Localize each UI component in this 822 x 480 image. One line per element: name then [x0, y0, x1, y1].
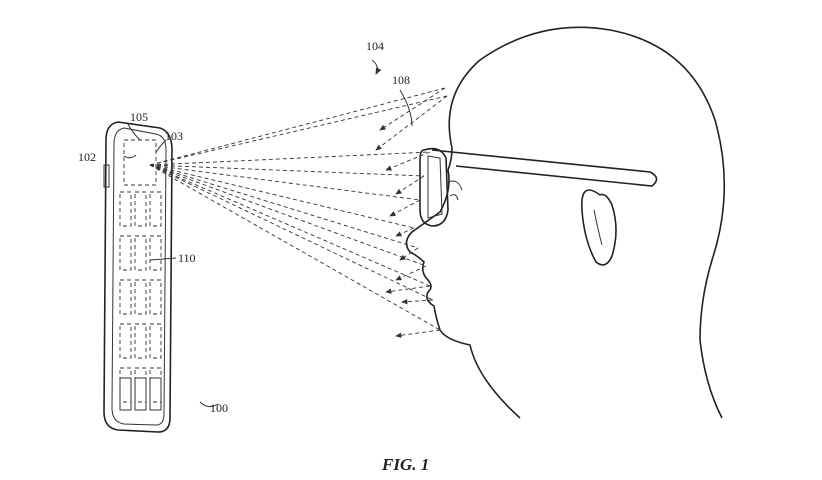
app-icon — [119, 367, 132, 403]
label-108: 108 — [392, 73, 410, 87]
app-grid — [119, 191, 162, 411]
label-105: 105 — [130, 110, 148, 124]
reflected-ray — [395, 265, 427, 281]
emitted-ray — [149, 95, 448, 166]
dock-icon — [119, 377, 132, 411]
app-icon — [119, 235, 132, 271]
dock-icon — [134, 377, 147, 411]
phone-device — [103, 121, 173, 433]
reflected-ray — [401, 298, 434, 305]
reflected-ray — [395, 227, 415, 237]
emitted-ray — [149, 87, 446, 166]
label-102: 102 — [78, 150, 96, 164]
app-icon — [149, 235, 162, 271]
label-110: 110 — [178, 251, 196, 265]
label-104: 104 — [366, 39, 384, 53]
emitted-ray — [149, 164, 421, 201]
side-button — [103, 164, 110, 188]
app-icon — [119, 323, 132, 359]
emitted-ray — [149, 164, 434, 301]
light-rays — [149, 87, 448, 338]
dock-icon — [149, 377, 162, 411]
label-100: 100 — [210, 401, 228, 415]
app-icon — [149, 279, 162, 315]
emitted-ray — [149, 164, 431, 287]
app-icon — [134, 367, 147, 403]
app-icon — [149, 323, 162, 359]
reflected-ray — [389, 199, 421, 217]
emitted-ray — [149, 151, 431, 166]
reflected-ray — [379, 87, 446, 131]
figure-caption: FIG. 1 — [381, 455, 429, 474]
app-icon — [134, 235, 147, 271]
reflected-ray — [385, 285, 431, 294]
emitted-ray — [149, 164, 415, 229]
app-icon — [134, 323, 147, 359]
app-icon — [149, 191, 162, 227]
emitted-ray — [149, 164, 425, 177]
emitted-ray — [149, 164, 419, 249]
reflected-ray — [399, 247, 419, 261]
reflected-ray — [395, 175, 425, 195]
app-icon — [149, 367, 162, 403]
app-icon — [134, 191, 147, 227]
sensor-region — [123, 139, 157, 186]
label-103: 103 — [165, 129, 183, 143]
leader-lines — [123, 59, 413, 408]
reflected-ray — [395, 329, 441, 338]
app-icon — [134, 279, 147, 315]
app-icon — [119, 279, 132, 315]
reflected-ray — [385, 151, 431, 171]
head-profile — [405, 26, 726, 419]
app-icon — [119, 191, 132, 227]
emitted-ray — [149, 164, 441, 331]
